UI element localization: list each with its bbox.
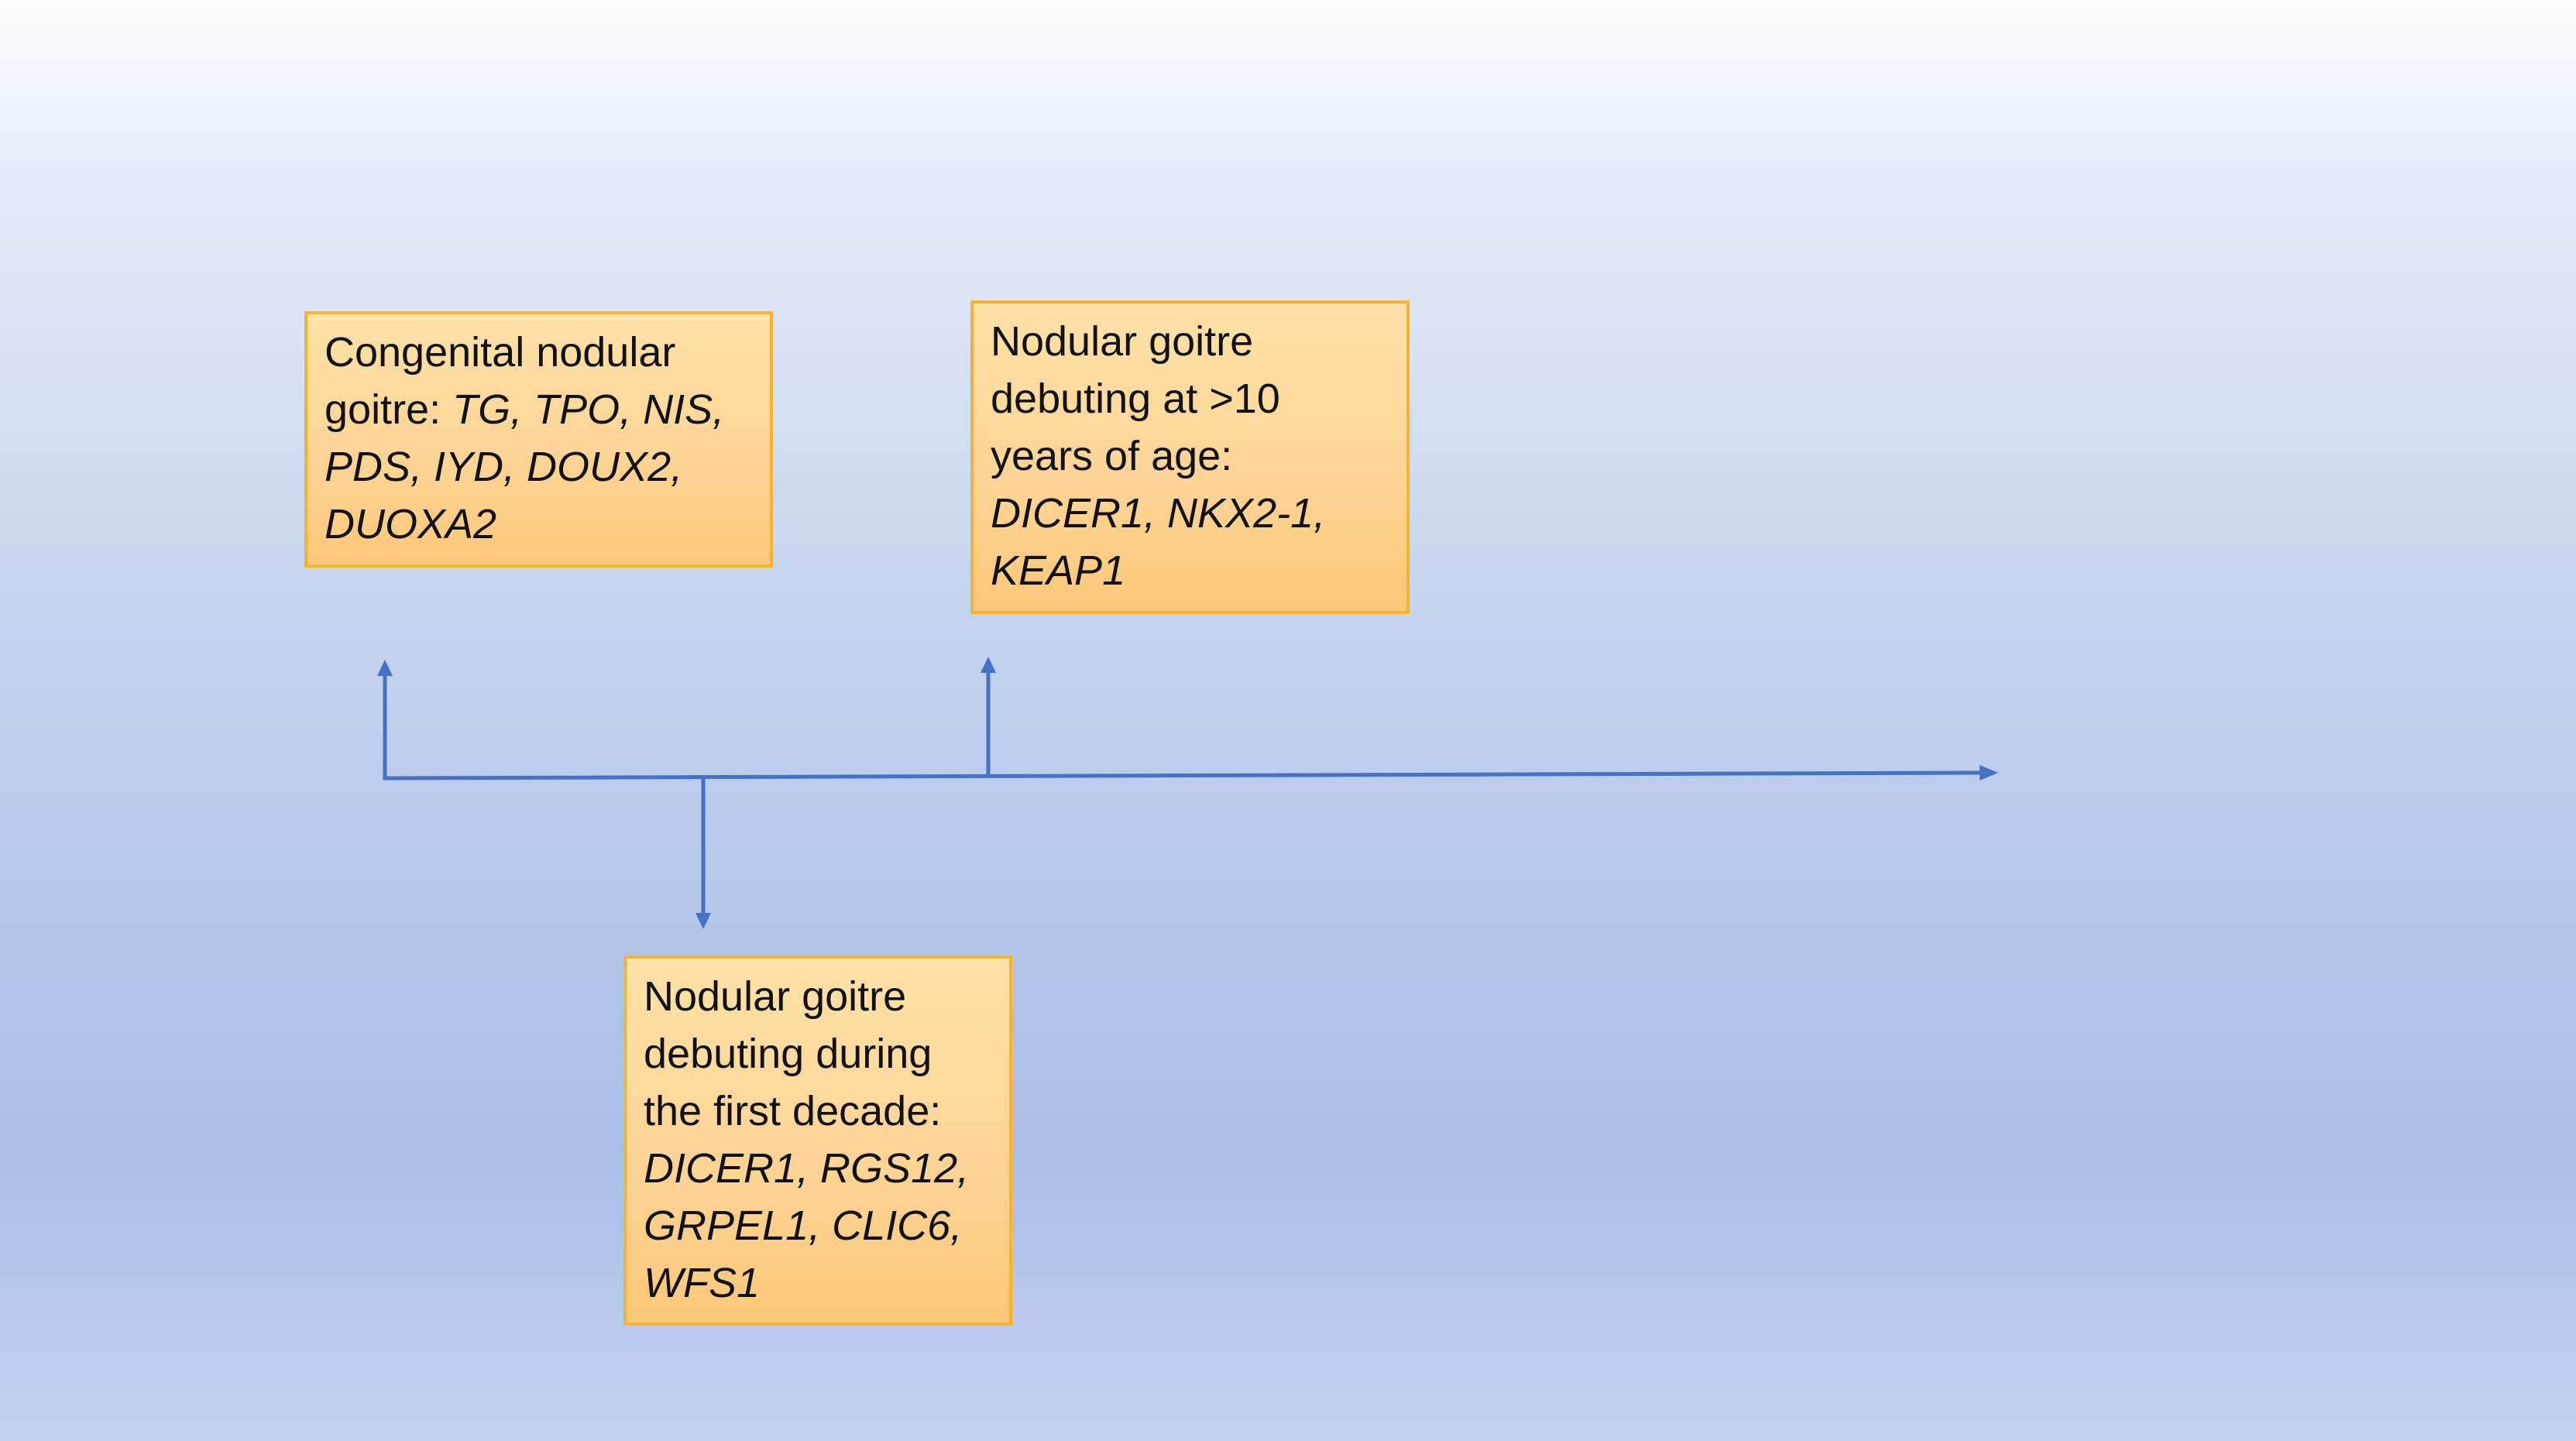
congenital-goitre-box: Congenital nodular goitre: TG, TPO, NIS,… (304, 311, 773, 568)
timeline-axis (383, 770, 1984, 781)
congenital-arrowhead (377, 660, 393, 676)
congenital-goitre-genes: TG, TPO, NIS, PDS, IYD, DOUX2, DUOXA2 (325, 386, 725, 547)
over-ten-years-goitre-label: Nodular goitre debuting at >10 years of … (991, 318, 1280, 479)
first-decade-goitre-genes: DICER1, RGS12, GRPEL1, CLIC6, WFS1 (644, 1145, 970, 1306)
congenital-goitre-label: Congenital nodular goitre: (325, 329, 676, 433)
first-decade-arrowhead (696, 913, 711, 929)
first-decade-goitre-box: Nodular goitre debuting during the first… (623, 956, 1012, 1326)
timeline-arrowhead (1980, 765, 1998, 781)
first-decade-goitre-label: Nodular goitre debuting during the first… (644, 973, 942, 1134)
over-ten-years-goitre-box: Nodular goitre debuting at >10 years of … (970, 300, 1410, 614)
over-ten-years-goitre-genes: DICER1, NKX2-1, KEAP1 (991, 490, 1326, 594)
over-ten-arrowhead (981, 657, 996, 673)
